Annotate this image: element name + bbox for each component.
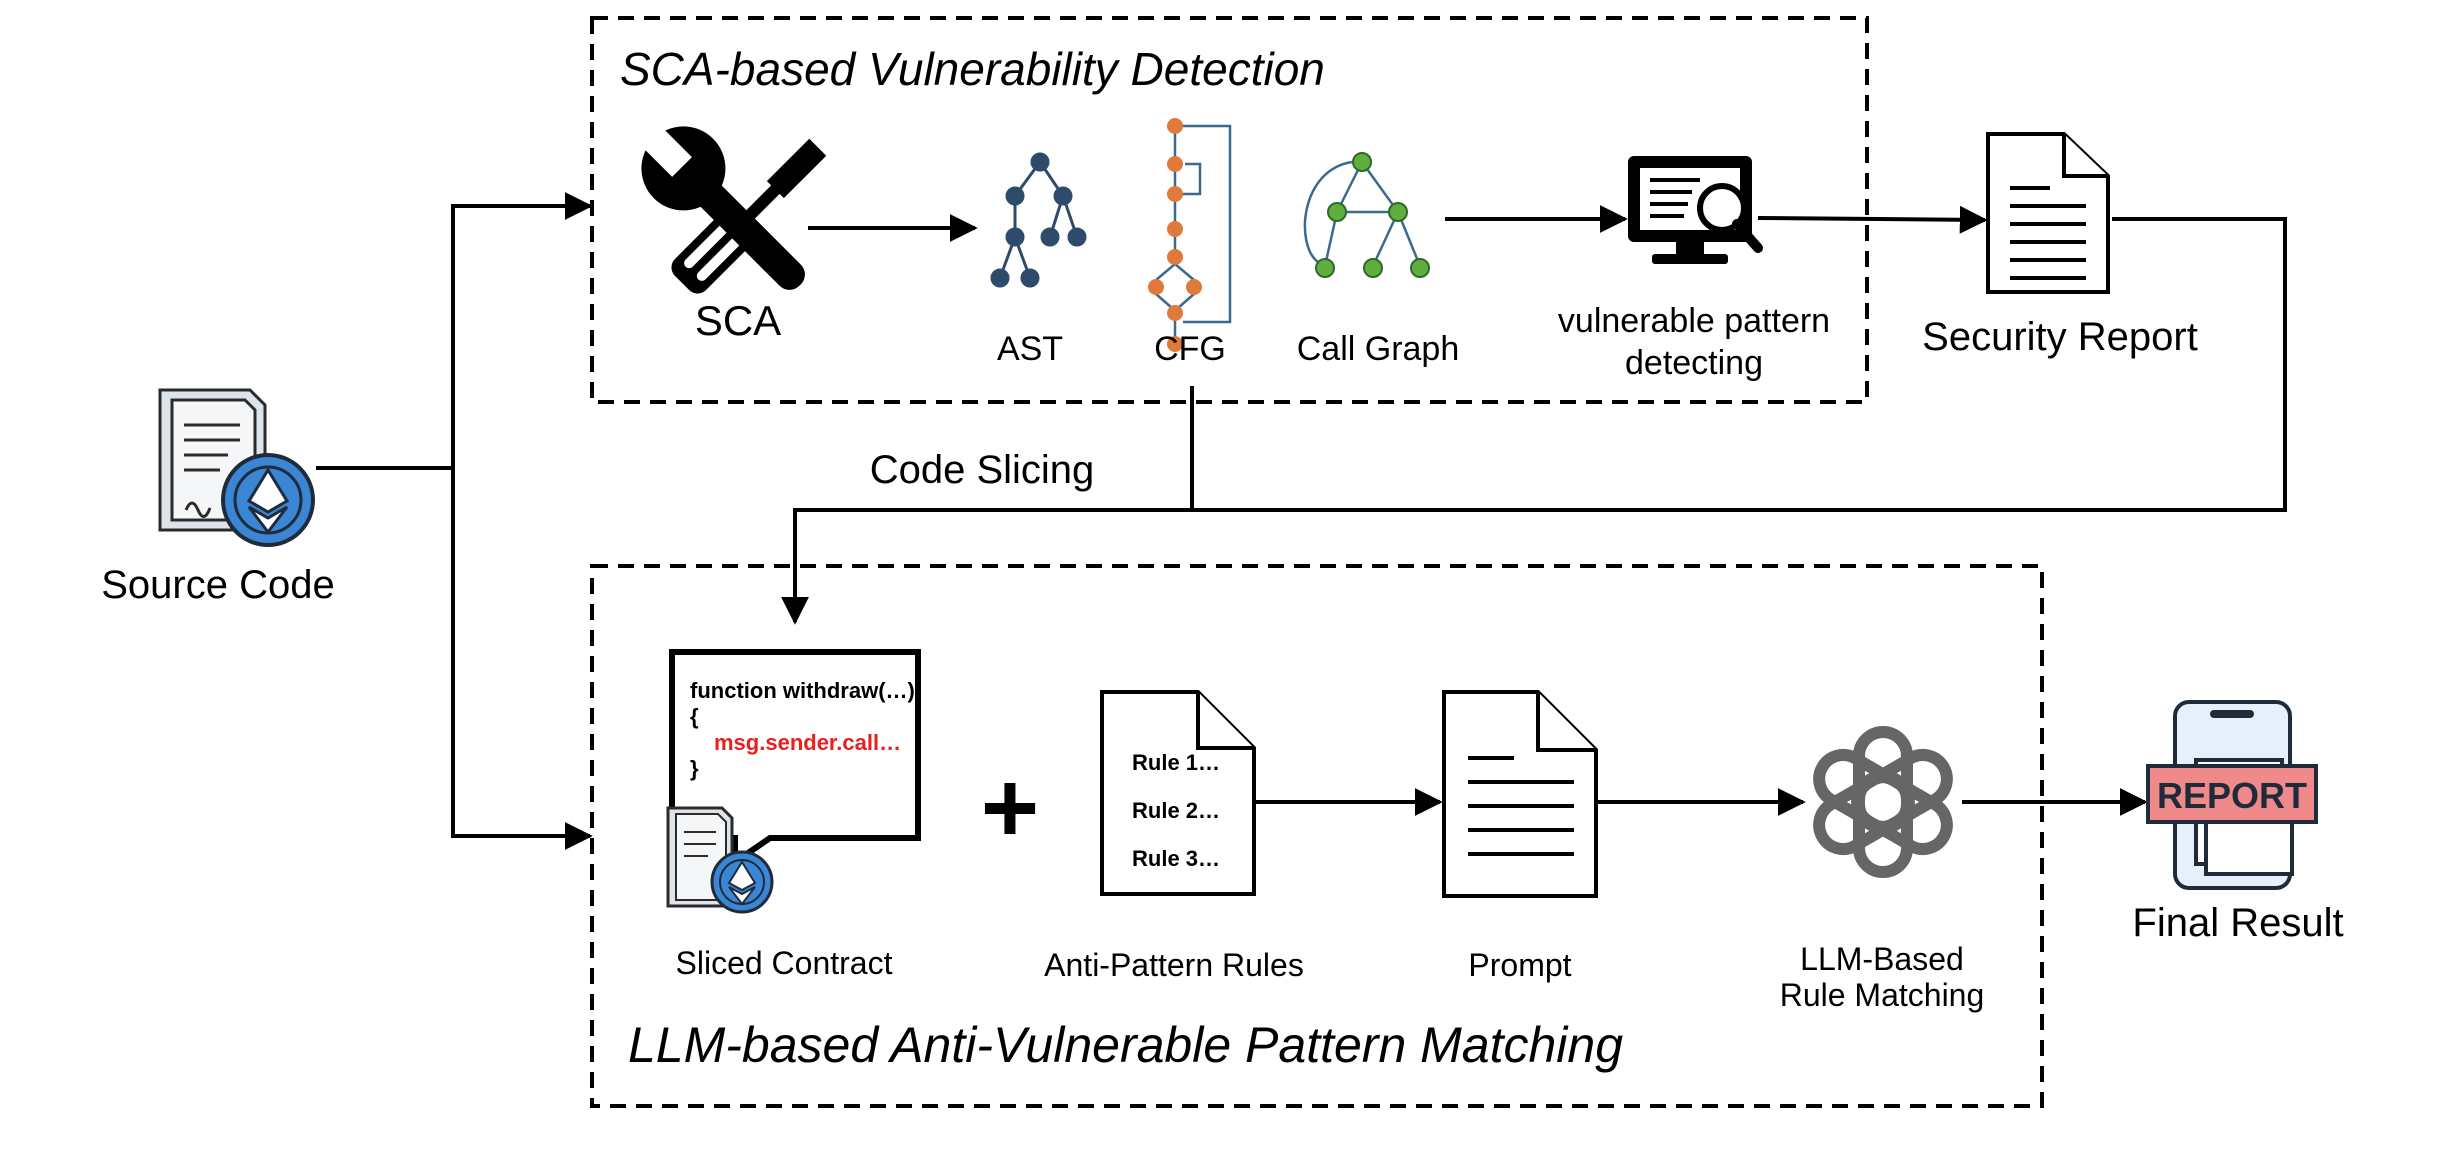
rule-1: Rule 1…	[1132, 750, 1220, 775]
llm-panel-title: LLM-based Anti-Vulnerable Pattern Matchi…	[628, 1017, 1623, 1073]
cfg-icon	[1148, 118, 1232, 352]
final-result-label: Final Result	[2132, 901, 2343, 945]
ast-tree-icon	[990, 152, 1087, 288]
plus-sign: +	[981, 752, 1039, 864]
rule-3: Rule 3…	[1132, 846, 1220, 871]
llm-label-line1: LLM-Based	[1800, 941, 1964, 977]
source-code-label: Source Code	[101, 563, 334, 607]
code-line-3: msg.sender.call…	[714, 730, 901, 755]
report-badge-text: REPORT	[2157, 775, 2307, 816]
rules-document-icon	[1100, 690, 1256, 896]
prompt-document-icon	[1442, 690, 1598, 898]
ast-label: AST	[997, 330, 1063, 368]
security-report-document-icon	[1986, 132, 2110, 294]
code-line-2: {	[690, 704, 699, 729]
ethereum-badge-icon	[221, 453, 315, 547]
llm-label-line2: Rule Matching	[1780, 977, 1985, 1013]
code-line-4: }	[690, 756, 699, 781]
final-report-icon	[2146, 700, 2318, 890]
sca-label: SCA	[695, 297, 781, 344]
report-feedback-line	[1192, 217, 2287, 512]
contract-ethereum-icon	[710, 850, 774, 914]
arrow-detector-to-report	[1757, 205, 1988, 234]
call-graph-label: Call Graph	[1297, 330, 1460, 368]
pattern-label-line1: vulnerable pattern	[1558, 302, 1830, 340]
code-slicing-arrow	[781, 508, 1194, 625]
tools-icon	[639, 124, 827, 294]
prompt-label: Prompt	[1468, 947, 1571, 983]
sca-panel-title: SCA-based Vulnerability Detection	[620, 43, 1325, 95]
pattern-label-line2: detecting	[1625, 344, 1763, 382]
llm-panel-border	[590, 564, 2044, 1108]
security-report-label: Security Report	[1922, 315, 2198, 359]
call-graph-icon	[1303, 152, 1430, 278]
monitor-magnifier-icon	[1628, 156, 1763, 264]
code-line-1: function withdraw(…)	[690, 678, 915, 703]
sliced-contract-label: Sliced Contract	[676, 945, 893, 981]
anti-pattern-rules-label: Anti-Pattern Rules	[1044, 947, 1304, 983]
rule-2: Rule 2…	[1132, 798, 1220, 823]
code-slicing-label: Code Slicing	[870, 448, 1095, 492]
cfg-label: CFG	[1154, 330, 1226, 368]
llm-knot-icon	[1813, 726, 1953, 878]
